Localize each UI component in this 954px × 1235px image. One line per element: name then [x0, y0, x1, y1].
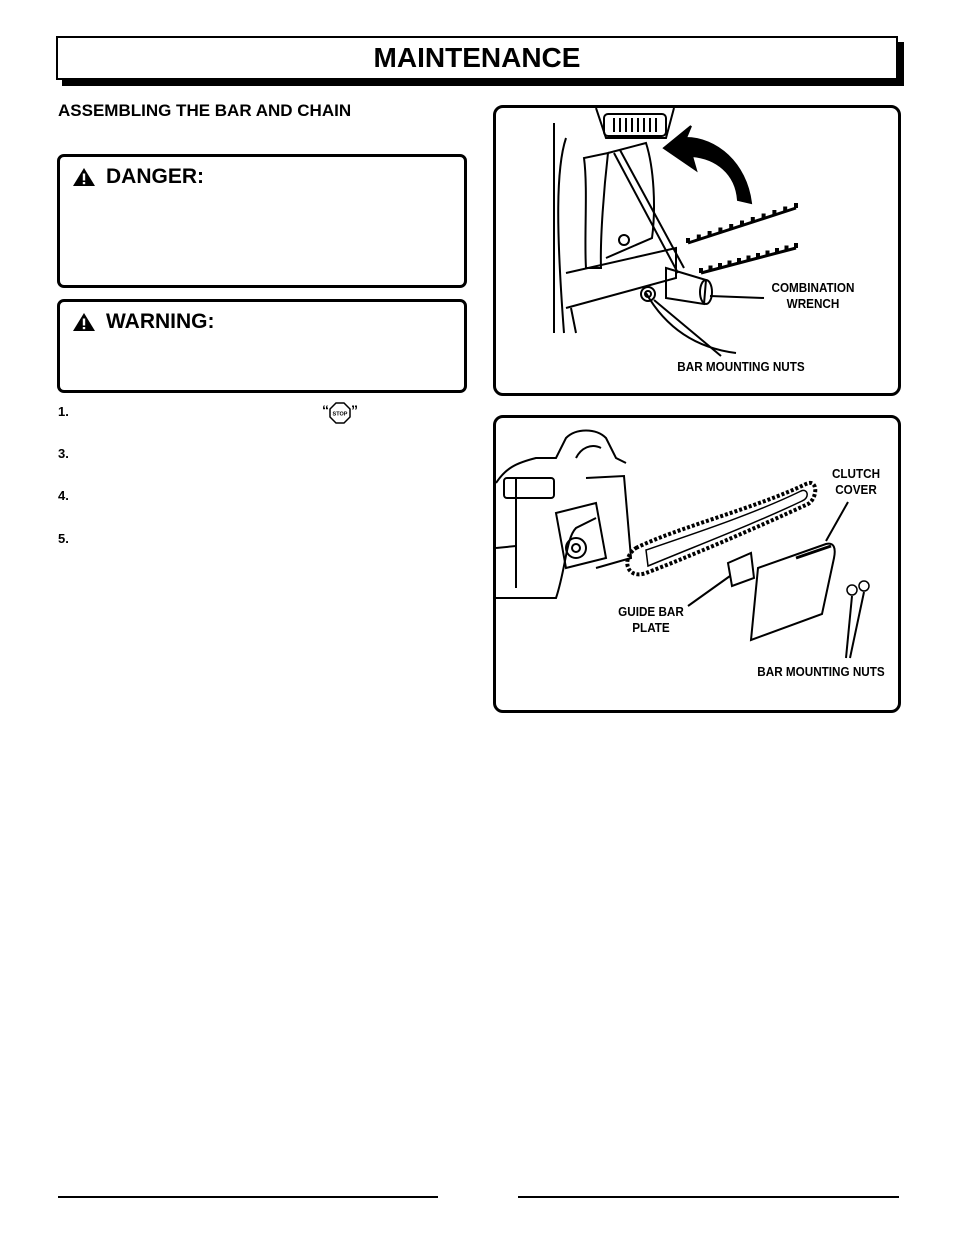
chain-tooth: [740, 220, 744, 226]
chainsaw-disassembly-illustration: [496, 429, 870, 659]
footer-rule-right: [518, 1196, 899, 1198]
chain-tooth: [727, 260, 732, 266]
figure-remove-clutch-cover: CLUTCH COVER GUIDE BAR PLATE BAR MOUNTIN…: [493, 415, 901, 713]
stop-close-quote: ”: [351, 402, 358, 418]
label-bar-mounting-nuts-top: BAR MOUNTING NUTS: [677, 359, 805, 374]
page-title-box: MAINTENANCE: [56, 36, 898, 80]
chainsaw-wrench-illustration: [553, 108, 798, 357]
chain-teeth: [686, 203, 798, 273]
stop-sign-text: STOP: [333, 412, 348, 418]
chain-tooth: [784, 245, 789, 251]
step-number-1: 1.: [58, 404, 69, 419]
stop-symbol: “ STOP ”: [322, 402, 358, 424]
warning-box: WARNING:: [57, 299, 467, 393]
label-bar-mounting-nuts-bottom: BAR MOUNTING NUTS: [757, 664, 885, 679]
chain-tooth: [756, 253, 760, 258]
chain-tooth: [718, 227, 723, 233]
chain-tooth: [772, 210, 777, 215]
warning-label: WARNING:: [106, 310, 215, 333]
danger-label: DANGER:: [106, 165, 204, 188]
footer-rule-left: [58, 1196, 438, 1198]
chain-tooth: [746, 255, 751, 261]
stop-open-quote: “: [322, 402, 329, 418]
chain-tooth: [718, 263, 722, 268]
warning-triangle-icon: [73, 168, 95, 186]
chain-tooth: [794, 243, 798, 248]
danger-box: DANGER:: [57, 154, 467, 288]
chain-tooth: [761, 213, 766, 219]
warning-triangle-icon: [73, 313, 95, 331]
label-clutch-cover: CLUTCH COVER: [831, 466, 881, 497]
step-number-3: 3.: [58, 446, 69, 461]
stop-sign-icon: STOP: [329, 402, 351, 424]
chain-tooth: [708, 265, 713, 271]
warning-header: WARNING:: [72, 310, 215, 334]
chain-tooth: [783, 206, 788, 212]
chain-tooth: [699, 268, 703, 273]
chain-tooth: [707, 231, 712, 236]
section-heading: ASSEMBLING THE BAR AND CHAIN: [58, 101, 352, 120]
danger-header: DANGER:: [72, 165, 204, 189]
label-guide-bar-plate: GUIDE BAR PLATE: [618, 604, 684, 635]
page-title: MAINTENANCE: [373, 42, 581, 73]
chain-tooth: [765, 250, 770, 256]
chain-tooth: [737, 258, 741, 263]
figure-loosen-nuts: COMBINATION WRENCH BAR MOUNTING NUTS: [493, 105, 901, 396]
chain-tooth: [775, 248, 779, 253]
label-combination-wrench: COMBINATION WRENCH: [771, 280, 855, 311]
step-number-5: 5.: [58, 531, 69, 546]
chain-tooth: [729, 224, 734, 229]
step-number-4: 4.: [58, 488, 69, 503]
chain-tooth: [794, 203, 798, 208]
chain-tooth: [696, 234, 701, 240]
chain-tooth: [686, 238, 690, 243]
chain-tooth: [750, 217, 755, 222]
